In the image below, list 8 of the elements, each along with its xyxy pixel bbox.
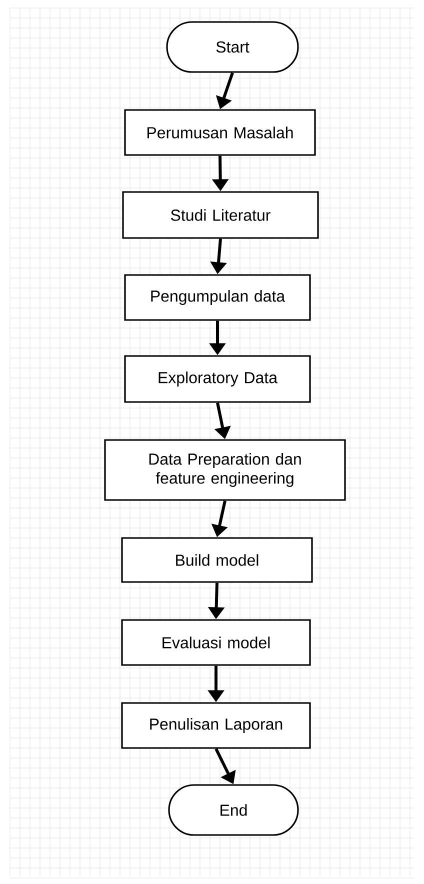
process-box: Exploratory Data [124, 355, 311, 403]
process-box: Perumusan Masalah [124, 109, 316, 156]
process-box: Evaluasi model [121, 619, 311, 666]
process-box: Build model [121, 537, 313, 583]
process-box: Studi Literatur [122, 191, 319, 239]
process-box: Penulisan Laporan [121, 702, 311, 749]
process-box: Pengumpulan data [124, 274, 311, 321]
process-box: Data Preparation dan feature engineering [104, 439, 346, 501]
